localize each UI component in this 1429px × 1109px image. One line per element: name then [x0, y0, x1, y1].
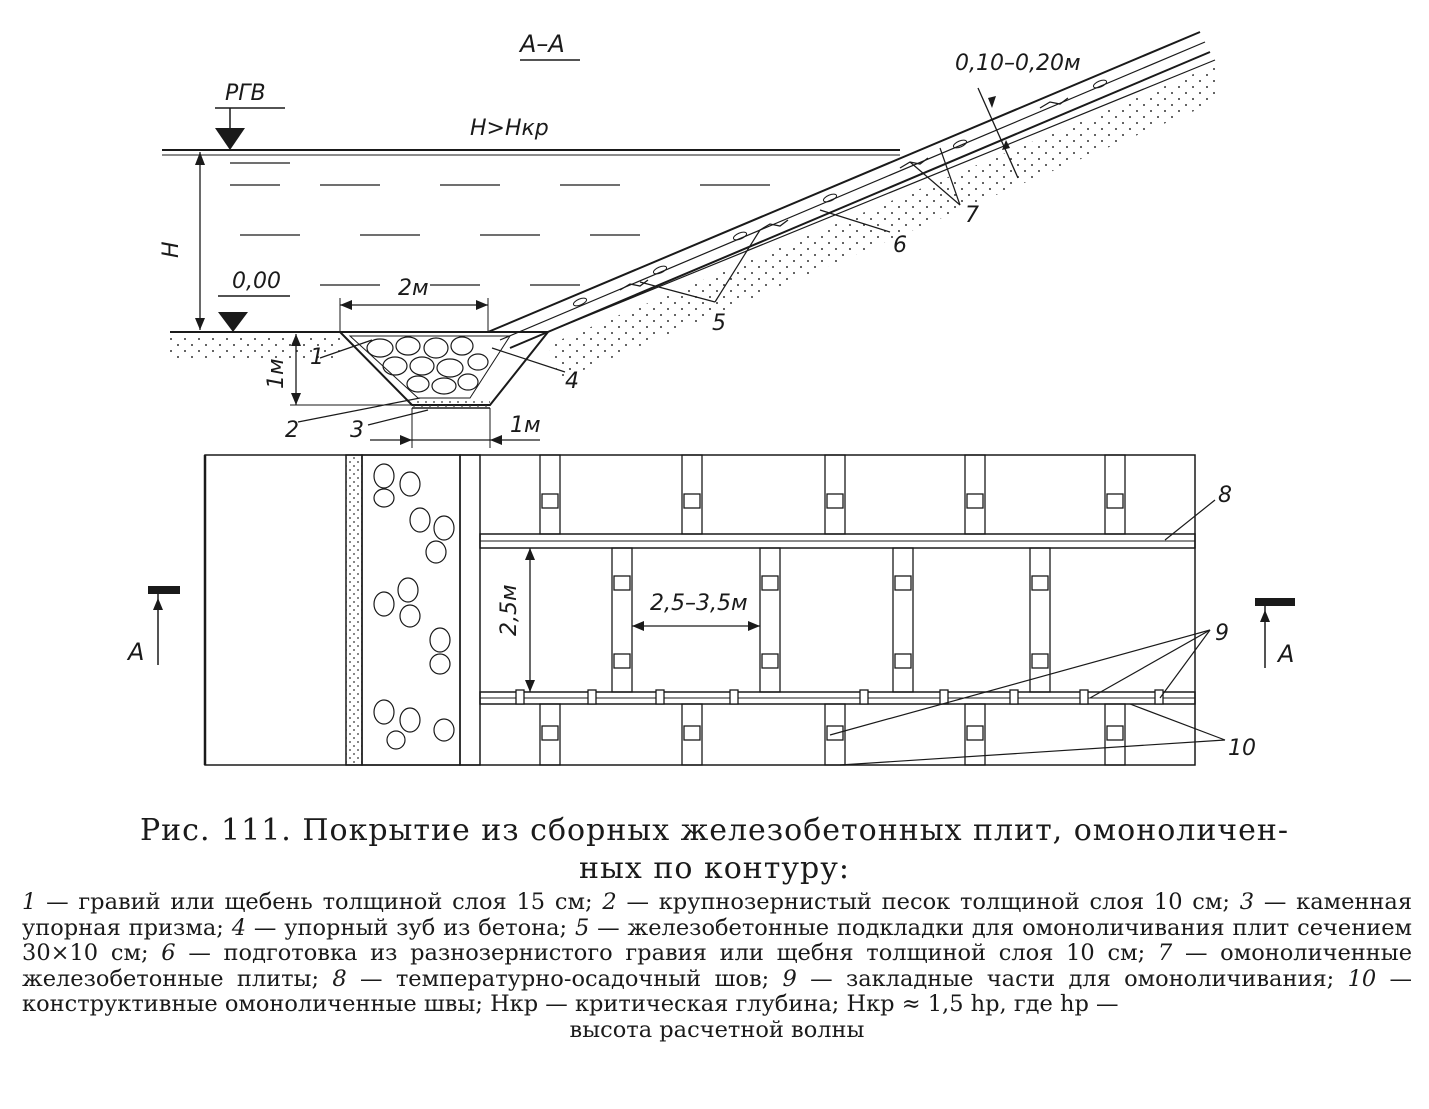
water-hatching: [230, 162, 770, 286]
legend-item: 9 — закладные части для омоноличивания;: [782, 965, 1335, 992]
rgv-marker-icon: [215, 128, 245, 150]
cross-section-and-plan-drawing: А–А РГВ H>Hкр H 0,00: [126, 30, 1295, 766]
figure-legend: 1 — гравий или щебень толщиной слоя 15 с…: [22, 889, 1413, 1043]
embedded-parts: [515, 493, 1164, 741]
legend-item: 7 — омоноличенные железобетонные плиты;: [22, 940, 1413, 992]
top-row-joints: [539, 454, 1126, 766]
plan-gravel: [373, 463, 455, 750]
callout-10: 10: [1228, 736, 1256, 761]
caption-line-2: ных по контуру:: [579, 851, 850, 886]
plan-callouts: [829, 499, 1226, 766]
legend-hkr: Hкр — критическая глубина; Hкр ≈ 1,5 hр,…: [490, 991, 1119, 1017]
callout-3: 3: [350, 418, 364, 443]
legend-item: 2 — крупнозернистый песок толщиной слоя …: [602, 889, 1230, 915]
callout-8: 8: [1218, 483, 1232, 508]
callout-1: 1: [310, 345, 324, 370]
bottom-1m-label: 1м: [510, 413, 541, 438]
gravel-fill: [366, 336, 489, 395]
callout-7: 7: [965, 203, 979, 228]
callout-9: 9: [1215, 621, 1229, 646]
toe-trench-outline: [337, 331, 551, 406]
h-dimension-label: H: [159, 241, 184, 258]
section-title: А–А: [518, 30, 565, 58]
section-cut-right: А: [1255, 598, 1295, 668]
thickness-label: 0,10–0,20м: [955, 51, 1081, 76]
legend-item: 6 — подготовка из разнозернистого гравия…: [161, 940, 1146, 966]
depth-condition-label: H>Hкр: [470, 116, 549, 141]
plan-width-label: 2,5м: [497, 584, 522, 636]
caption-line-1: Рис. 111. Покрытие из сборных железобето…: [139, 813, 1290, 848]
sand-strip: [345, 454, 363, 766]
callout-5: 5: [712, 311, 726, 336]
slope-revetment: [487, 31, 1220, 380]
legend-item: 4 — упорный зуб из бетона;: [231, 914, 568, 941]
legend-tail: высота расчетной волны: [569, 1016, 865, 1043]
zero-level-marker-icon: [218, 312, 248, 332]
depth-1m-label: 1м: [264, 358, 289, 389]
legend-item: 8 — температурно-осадочный шов;: [332, 965, 770, 992]
section-view: А–А РГВ H>Hкр H 0,00: [159, 30, 1220, 448]
rgv-label: РГВ: [225, 81, 266, 106]
legend-item: 3 — каменная упорная призма;: [22, 889, 1413, 941]
cut-a-right-label: А: [1276, 640, 1294, 668]
section-cut-left: А: [126, 586, 180, 666]
ground-soil: [170, 334, 340, 360]
callout-2: 2: [285, 418, 299, 443]
figure-caption: Рис. 111. Покрытие из сборных железобето…: [0, 812, 1429, 888]
cut-a-left-label: А: [126, 638, 144, 666]
zero-level-label: 0,00: [232, 269, 281, 294]
callout-6: 6: [893, 233, 907, 258]
width-2m-label: 2м: [398, 276, 429, 301]
legend-item: 1 — гравий или щебень толщиной слоя 15 с…: [22, 889, 593, 915]
legend-item: 5 — железобетонные подкладки для омоноли…: [22, 914, 1413, 966]
toe-trench-inner: [348, 335, 511, 399]
plan-spacing-label: 2,5–3,5м: [650, 591, 748, 616]
legend-item: 10 — конструктивные омоноличенные швы;: [22, 965, 1413, 1017]
plan-view: 2,5м 2,5–3,5м 8 9 10 А А: [126, 454, 1295, 766]
callout-4: 4: [565, 369, 579, 394]
section-callouts: [297, 147, 961, 426]
